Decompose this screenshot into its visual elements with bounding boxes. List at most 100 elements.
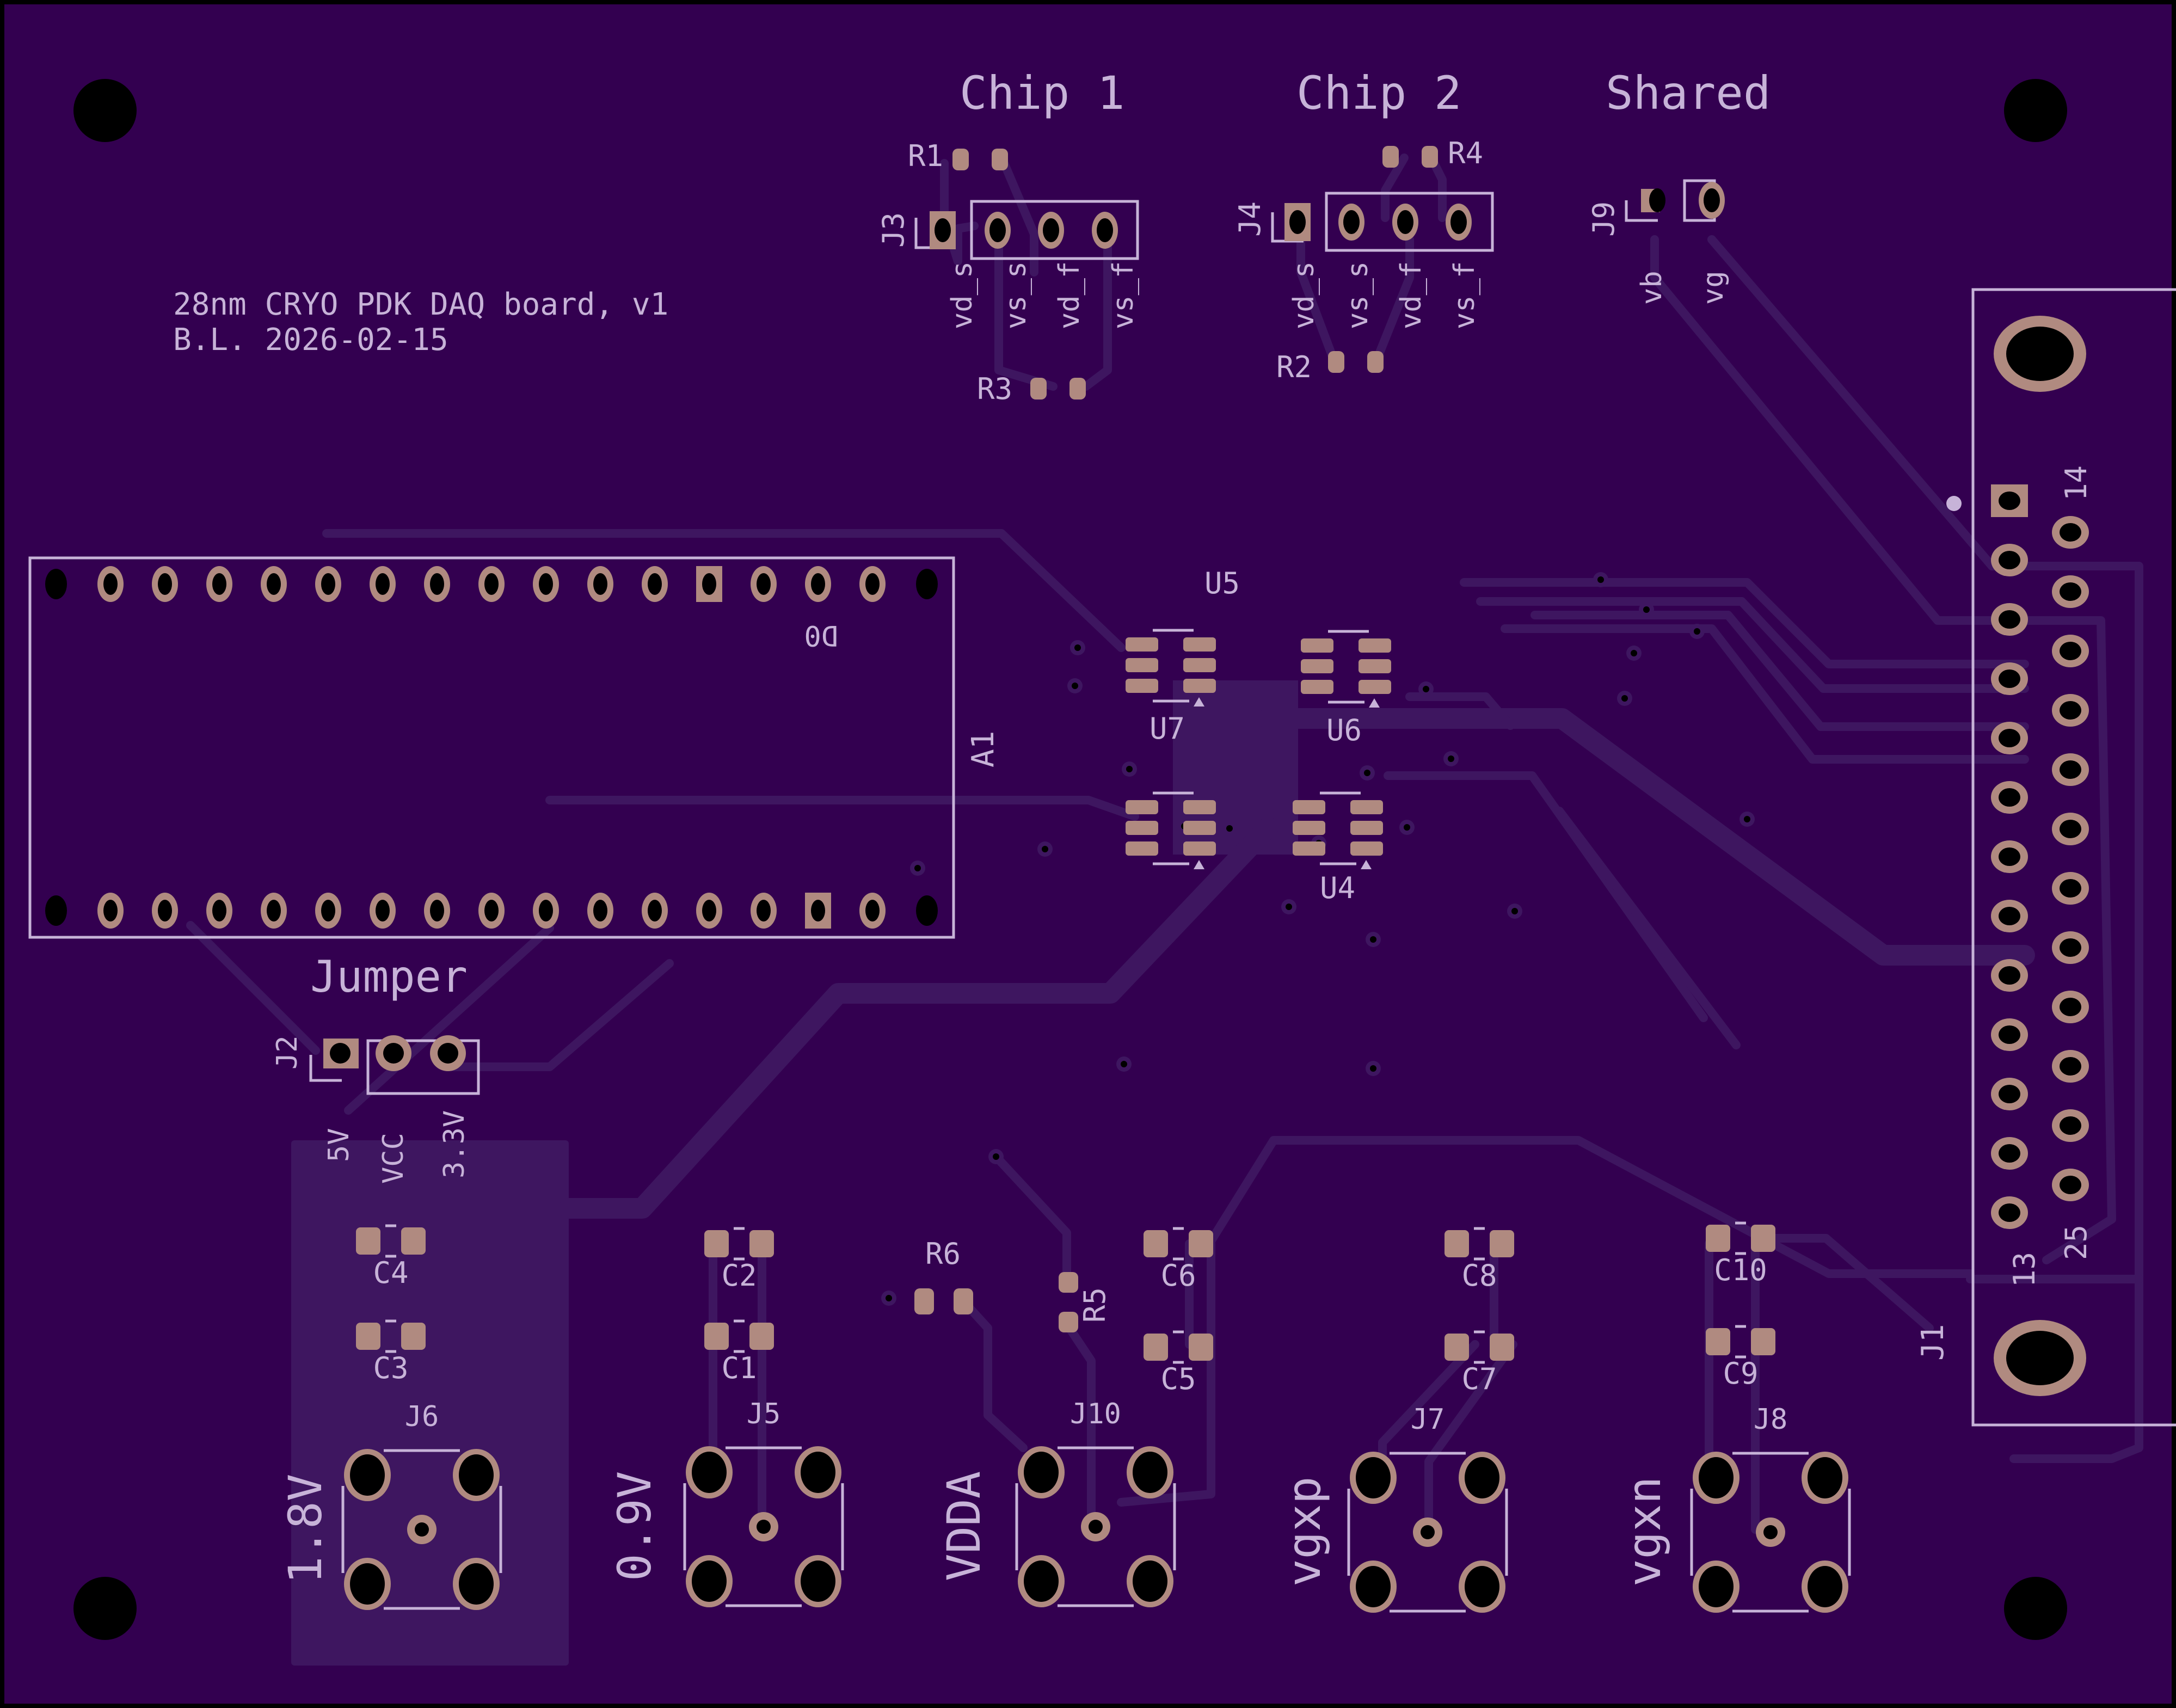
ic-u6[interactable]: U6: [1301, 630, 1391, 747]
trace-r6: [956, 1294, 1028, 1452]
ref-label: R4: [1448, 136, 1483, 170]
ic-pad: [1301, 659, 1333, 673]
j1-pin: [1991, 1078, 2028, 1110]
j1-pin: [1991, 1018, 2028, 1051]
ic-pad: [1183, 658, 1216, 672]
j1-pin: [2052, 516, 2089, 549]
sma-connector-j5[interactable]: J50.9V: [608, 1398, 844, 1607]
resistor-r2[interactable]: R2: [1276, 350, 1384, 384]
via: [1070, 640, 1085, 655]
j1-pin: [1991, 959, 2028, 992]
a1-pin: [696, 893, 722, 929]
ref-label: C3: [373, 1351, 408, 1385]
sma-connector-j6[interactable]: J61.8V: [279, 1400, 502, 1610]
ref-label: R6: [925, 1237, 961, 1271]
j1-pin: [1991, 900, 2028, 932]
ic-pad: [1350, 800, 1383, 814]
via: [1222, 821, 1237, 836]
capacitor-c6[interactable]: C6: [1144, 1227, 1213, 1293]
ic-pad: [1293, 800, 1325, 814]
voltage-label: vgxn: [1618, 1477, 1671, 1587]
a1-pin: [587, 893, 613, 929]
ic-pad: [1183, 637, 1216, 652]
ic-u4[interactable]: U4: [1293, 791, 1383, 905]
a1-pin: [696, 566, 722, 602]
header-j4[interactable]: J4 vd_s vs_s vd_f vs_f: [1233, 192, 1494, 329]
resistor-r5[interactable]: R5: [1059, 1272, 1112, 1332]
j1-pin: [2052, 1050, 2089, 1083]
pin-label-13: 13: [2007, 1252, 2042, 1287]
a1-pin: [152, 893, 178, 929]
pin-label: vg: [1697, 271, 1730, 305]
resistor-r4[interactable]: R4: [1382, 136, 1483, 170]
section-heading-chip1: Chip 1: [960, 66, 1124, 120]
via: [1418, 681, 1434, 697]
j1-pin: [1991, 781, 2028, 814]
resistor-r3[interactable]: R3: [977, 372, 1086, 406]
via: [1116, 1056, 1132, 1072]
capacitor-c10[interactable]: C10: [1706, 1221, 1775, 1287]
a1-pin: [916, 569, 938, 599]
pin-label: vs_s: [1342, 261, 1374, 329]
pin-label-25: 25: [2059, 1225, 2093, 1260]
a1-pin: [805, 893, 831, 929]
j1-pin: [2052, 813, 2089, 845]
ref-label: U7: [1150, 711, 1185, 746]
a1-pin: [533, 893, 559, 929]
header-j9[interactable]: J9 vb vg: [1587, 179, 1730, 305]
ic-u7[interactable]: U7: [1126, 629, 1216, 746]
section-heading-shared: Shared: [1606, 66, 1771, 120]
a1-pin: [152, 566, 178, 602]
voltage-label: VDDA: [937, 1471, 991, 1581]
trace-u6-out: [1405, 692, 1515, 730]
j1-pin: [2052, 635, 2089, 667]
pin-label: vd_f: [1395, 261, 1428, 329]
resistor-r1[interactable]: R1: [908, 139, 1008, 173]
capacitor-c3[interactable]: C3: [356, 1319, 426, 1385]
capacitor-c5[interactable]: C5: [1144, 1330, 1213, 1396]
via: [1593, 572, 1608, 587]
via: [1443, 751, 1459, 766]
capacitor-c4[interactable]: C4: [356, 1224, 426, 1290]
ic-pad: [1183, 800, 1216, 814]
ref-label: C6: [1160, 1258, 1196, 1293]
trace-r5-bottom: [1065, 1324, 1096, 1523]
header-j2[interactable]: J2 5V VCC 3.3V: [271, 1035, 480, 1184]
mounting-hole-bottom-left: [73, 1577, 137, 1640]
a1-pin: [478, 893, 505, 929]
via: [1360, 765, 1375, 781]
ic-pad: [1183, 679, 1216, 693]
ref-label: A1: [966, 731, 1001, 767]
trace-vg: [1707, 235, 2143, 1463]
capacitor-c1[interactable]: C1: [704, 1319, 774, 1385]
a1-pin: [97, 893, 124, 929]
trace-c10-out: [1754, 1234, 1934, 1332]
via: [1281, 899, 1296, 914]
trace-r2-right: [1373, 235, 1414, 364]
ic-u5[interactable]: [1126, 791, 1216, 869]
ref-label: C5: [1160, 1362, 1196, 1396]
capacitor-c7[interactable]: C7: [1444, 1330, 1514, 1396]
j1-pin: [1991, 544, 2028, 576]
via: [1366, 932, 1381, 947]
a1-pin: [751, 893, 777, 929]
header-j3[interactable]: J3 vd_s vs_s vd_f vs_f: [876, 200, 1140, 329]
copper-layer: [186, 153, 2143, 1666]
pin-label-d0: D0: [804, 619, 838, 652]
dsub-connector-j1[interactable]: 14 25 13 J1: [1915, 288, 2176, 1427]
ic-pad: [1301, 680, 1333, 694]
j1-pin: [1991, 484, 2028, 517]
capacitor-c8[interactable]: C8: [1444, 1227, 1514, 1293]
mounting-hole-top-left: [73, 79, 137, 142]
capacitor-c9[interactable]: C9: [1706, 1325, 1775, 1391]
resistor-r6[interactable]: R6: [914, 1237, 973, 1314]
trace-jumper-right: [447, 959, 674, 1071]
capacitor-c2[interactable]: C2: [704, 1227, 774, 1293]
ref-label: J6: [405, 1400, 439, 1433]
module-a1[interactable]: D0 A1: [28, 556, 1001, 939]
